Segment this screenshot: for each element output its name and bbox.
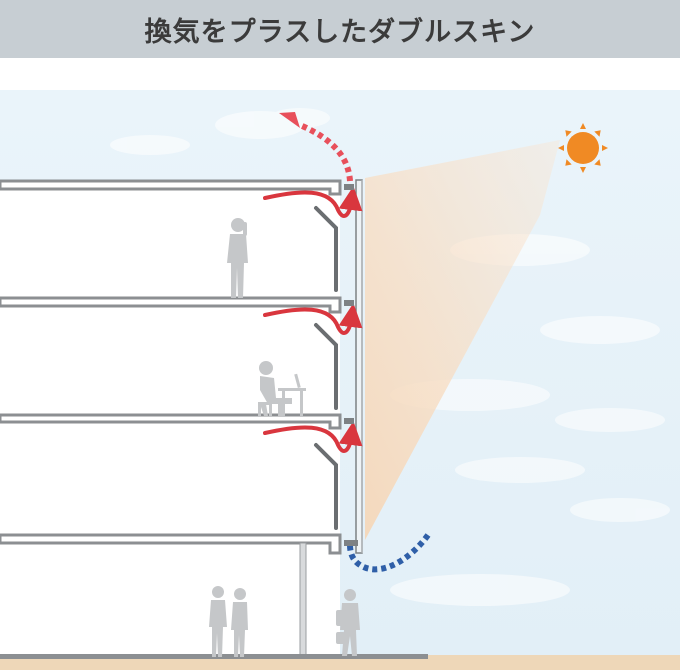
people-talking-icon <box>209 586 248 657</box>
person-at-desk-icon <box>258 361 306 417</box>
inner-vents <box>314 206 338 530</box>
sun-icon <box>558 123 608 173</box>
warm-air-flows <box>263 186 363 453</box>
ground-floor-column <box>299 542 307 656</box>
outer-glass-skin <box>355 179 363 554</box>
exhaust-arrowhead <box>279 112 300 128</box>
person-with-bag-icon <box>336 589 360 656</box>
person-on-phone-icon <box>227 218 248 298</box>
glass-anchors <box>344 184 358 546</box>
title-bar: 換気をプラスしたダブルスキン <box>0 0 680 58</box>
sun-beam <box>365 140 560 540</box>
floor-slabs <box>0 179 342 555</box>
page-title: 換気をプラスしたダブルスキン <box>144 16 536 48</box>
exhaust-arrow <box>298 122 354 191</box>
